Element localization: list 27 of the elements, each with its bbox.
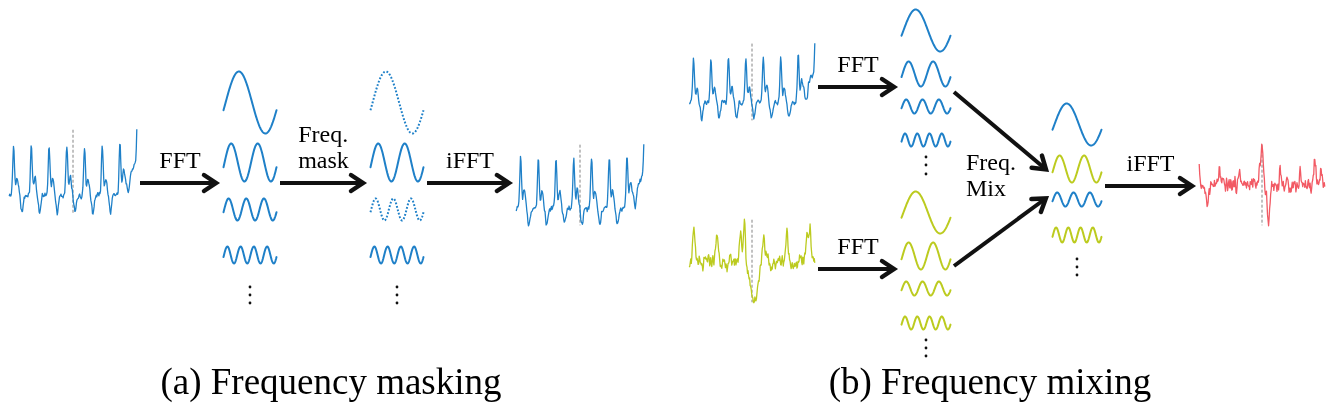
subfigure-caption: (b) Frequency mixing xyxy=(828,362,1152,402)
edge-label: FFT xyxy=(159,148,201,174)
sine-wave-stack xyxy=(900,8,952,176)
operation-label: Freq. Mix xyxy=(966,150,1016,202)
signal-waveform xyxy=(8,128,138,216)
sine-wave-stack xyxy=(1051,102,1103,277)
arrow xyxy=(952,196,1049,268)
arrow xyxy=(1105,175,1195,197)
arrow xyxy=(280,172,366,194)
signal-waveform xyxy=(515,143,645,227)
signal-waveform xyxy=(688,42,816,122)
signal-waveform xyxy=(688,218,816,304)
edge-label: FFT xyxy=(837,234,879,260)
sine-wave-stack xyxy=(900,190,952,358)
edge-label: Freq. mask xyxy=(298,122,349,174)
sine-wave-stack xyxy=(222,68,278,306)
subfigure-caption: (a) Frequency masking xyxy=(160,362,502,402)
arrow xyxy=(818,76,897,98)
arrow xyxy=(140,172,219,194)
arrow xyxy=(427,172,512,194)
sine-wave-stack xyxy=(369,68,425,306)
signal-waveform xyxy=(1198,143,1326,227)
arrow xyxy=(818,258,897,280)
edge-label: iFFT xyxy=(1126,151,1175,177)
arrow xyxy=(952,90,1049,172)
edge-label: iFFT xyxy=(446,148,494,174)
edge-label: FFT xyxy=(837,52,879,78)
